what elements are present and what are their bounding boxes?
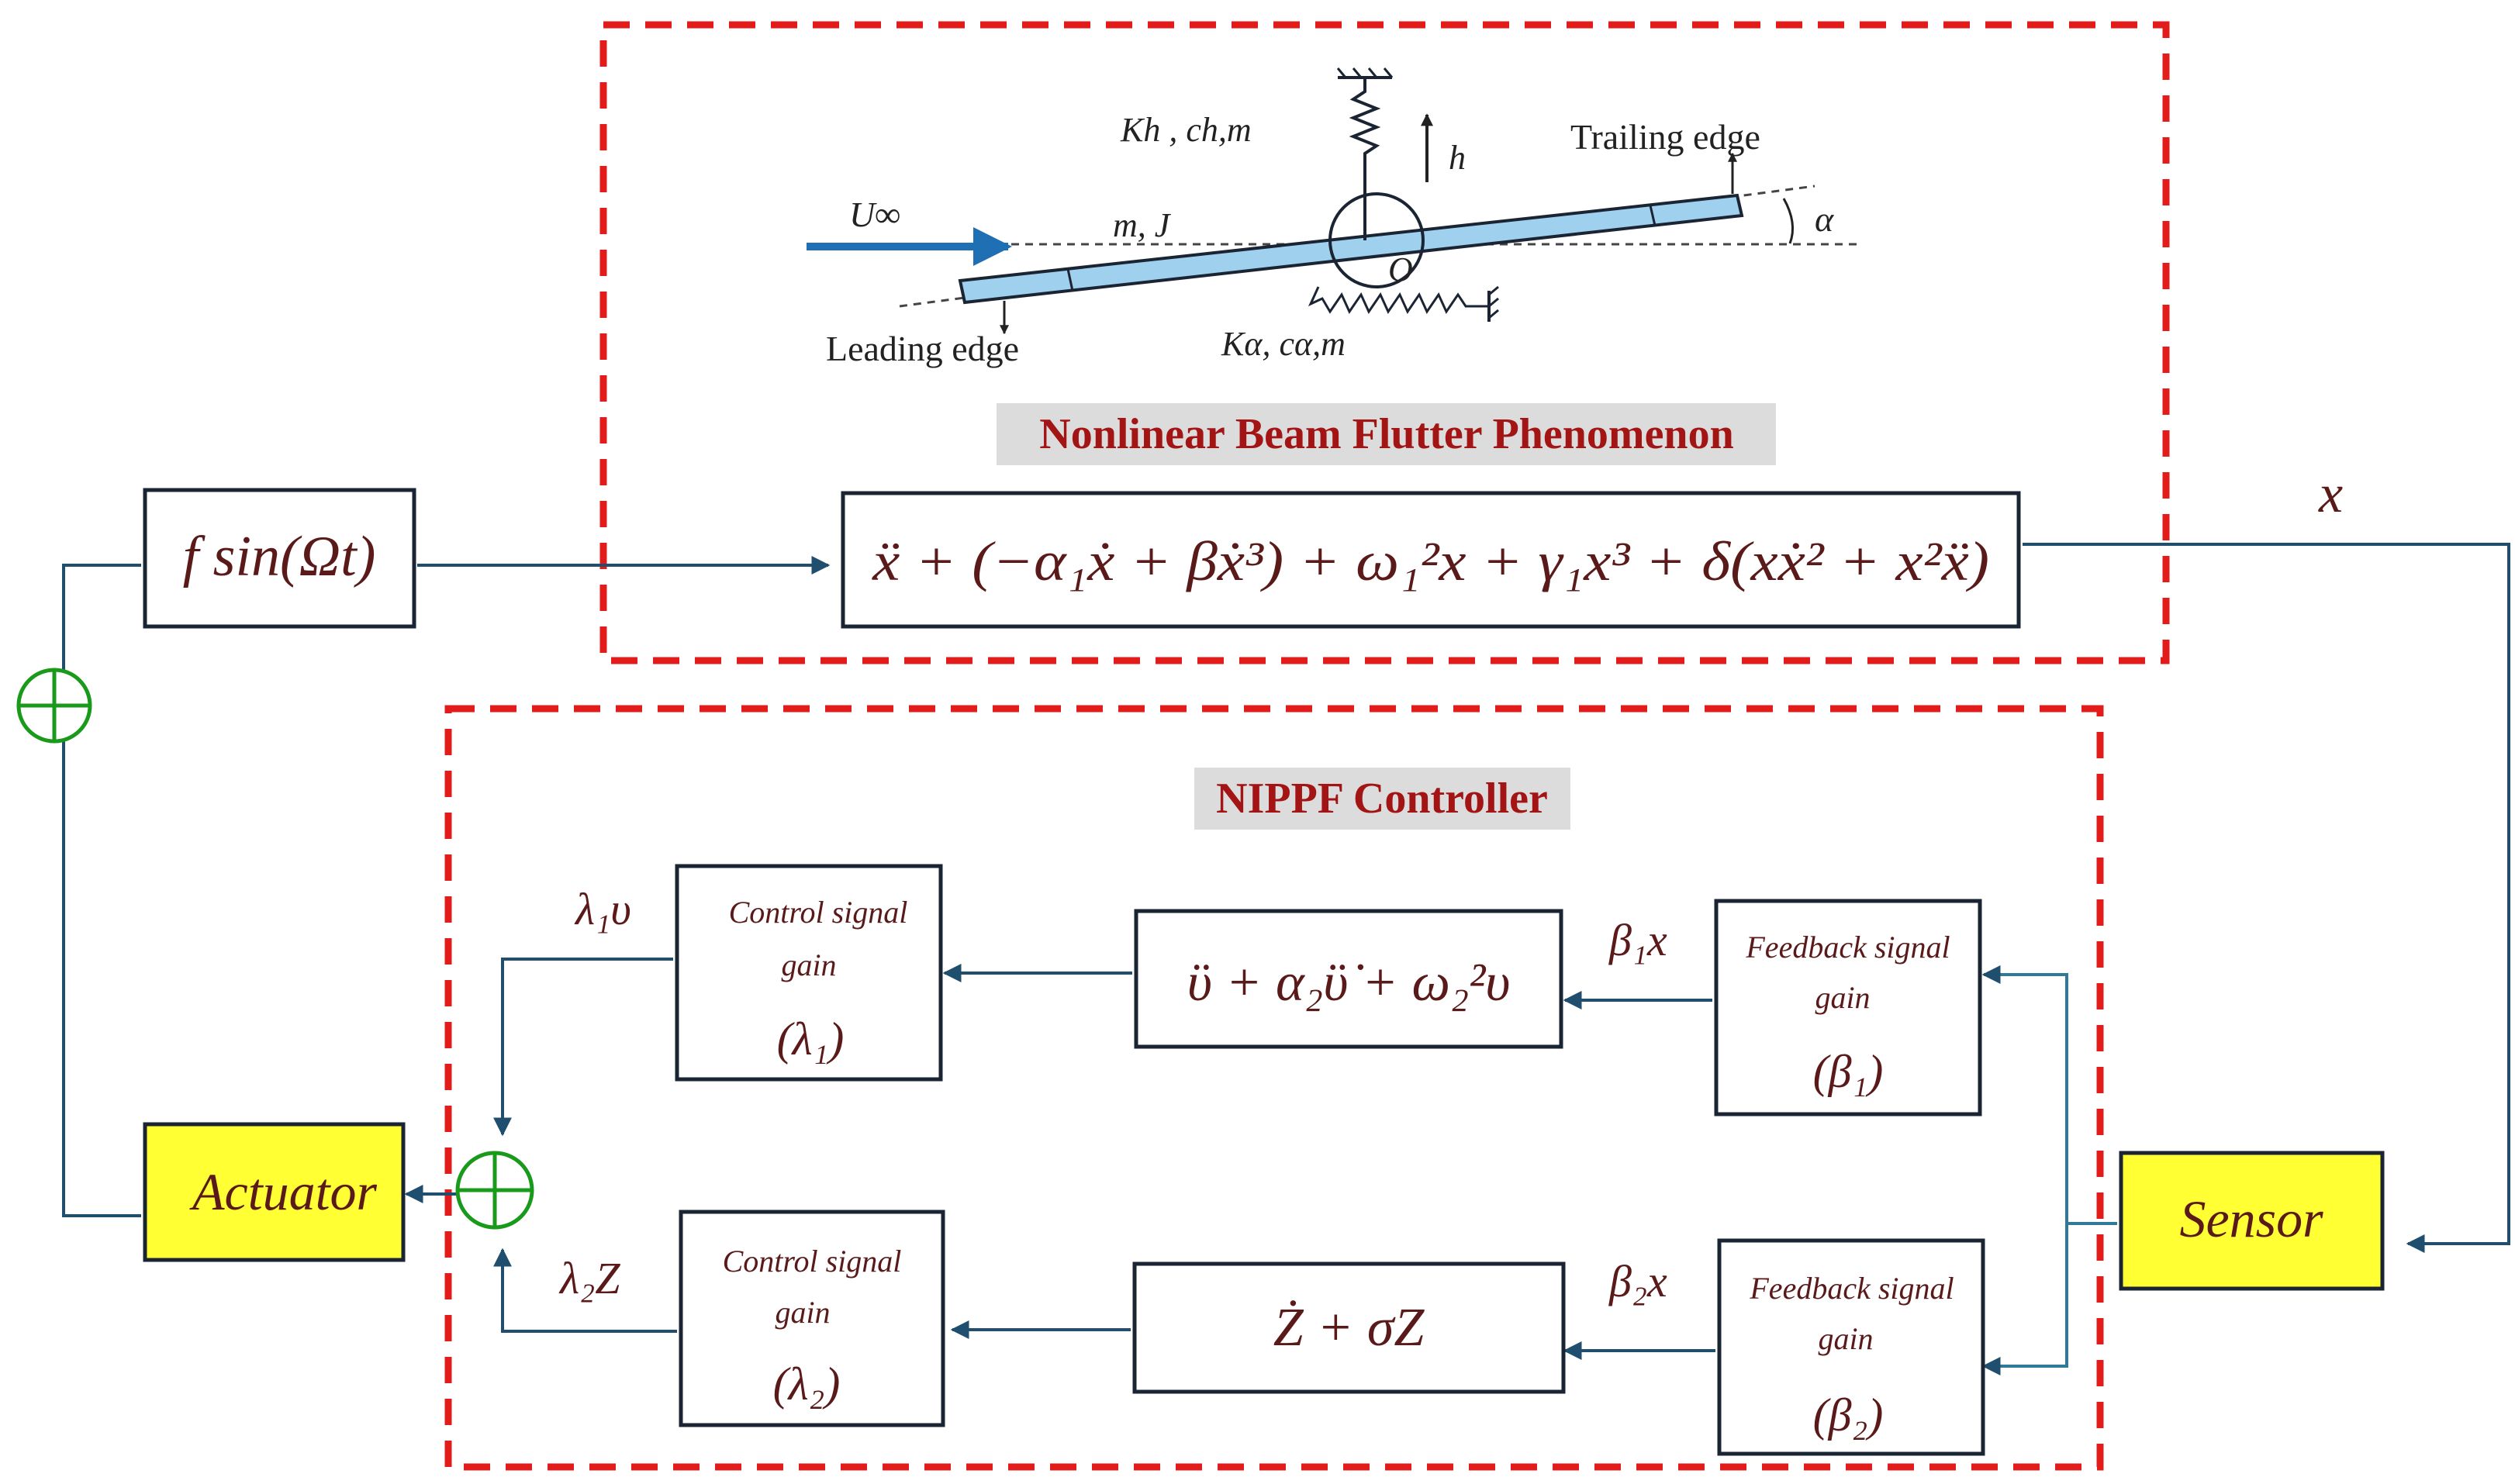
plant-equation-block: ẍ + (−α₁ẋ + βẋ³) + ω₁²x + γ₁x³ + δ(xẋ² +… <box>841 491 2021 629</box>
actuator-label: Actuator <box>189 1162 378 1221</box>
summing-junction-left <box>16 668 92 744</box>
filter-2-block: Ż + σZ <box>1132 1261 1566 1394</box>
mass-label: m, J <box>1113 206 1172 244</box>
control-gain-1-symbol: (λ₁) <box>777 1013 845 1065</box>
pitch-spring-label: Kα, cα,m <box>1221 325 1346 363</box>
pitch-spring-icon <box>1308 286 1489 315</box>
heave-label: h <box>1449 139 1466 177</box>
filter-1-equation: ϋ + α₂ϋ̇ + ω₂²υ <box>1187 953 1511 1013</box>
plant-output-label: x <box>2318 464 2343 524</box>
flow-label: U∞ <box>849 195 900 234</box>
beam-flutter-sketch: U∞ m, J Kh , ch,m h Trailing edge Leadin… <box>807 67 1861 368</box>
feedback-gain-1-block: Feedback signal gain (β₁) <box>1714 899 1982 1116</box>
signal-wires <box>62 543 2510 1375</box>
controller-title: NIPPF Controller <box>1216 775 1548 823</box>
control-gain-2-line2: gain <box>775 1295 830 1330</box>
feedback-signal-2-label: β₂x <box>1608 1256 1667 1306</box>
control-gain-2-line1: Control signal <box>723 1244 902 1279</box>
feedback-gain-2-block: Feedback signal gain (β₂) <box>1717 1238 1985 1456</box>
excitation-label: f sin(Ωt) <box>183 525 376 588</box>
beam-icon <box>958 193 1744 305</box>
feedback-signal-1-label: β₁x <box>1608 915 1667 965</box>
control-gain-1-line1: Control signal <box>729 895 908 930</box>
sensor-block: Sensor <box>2119 1151 2385 1291</box>
control-gain-1-line2: gain <box>781 947 836 982</box>
feedback-gain-2-line1: Feedback signal <box>1749 1271 1954 1306</box>
feedback-gain-2-line2: gain <box>1818 1321 1873 1356</box>
control-signal-1-label: λ₁υ <box>574 884 631 934</box>
pivot-circle-icon <box>1328 192 1425 288</box>
filter-1-block: ϋ + α₂ϋ̇ + ω₂²υ <box>1134 909 1563 1049</box>
plant-title: Nonlinear Beam Flutter Phenomenon <box>1039 410 1733 458</box>
control-gain-1-block: Control signal gain (λ₁) <box>675 864 943 1082</box>
heave-spring-label: Kh , ch,m <box>1120 111 1252 149</box>
heave-spring-icon <box>1349 78 1381 167</box>
plant-equation: ẍ + (−α₁ẋ + βẋ³) + ω₁²x + γ₁x³ + δ(xẋ² +… <box>872 530 1989 592</box>
plant-title-bg <box>997 403 1776 465</box>
controller-title-bg <box>1194 768 1570 830</box>
plant-frame <box>599 21 2170 664</box>
feedback-gain-2-symbol: (β₂) <box>1813 1389 1884 1441</box>
control-gain-2-block: Control signal gain (λ₂) <box>679 1210 945 1427</box>
summing-junction-controller <box>455 1151 534 1230</box>
leading-edge-label: Leading edge <box>826 329 1019 368</box>
feedback-gain-1-line2: gain <box>1815 980 1870 1015</box>
sensor-label: Sensor <box>2179 1189 2323 1248</box>
actuator-block: Actuator <box>143 1122 406 1262</box>
feedback-gain-1-symbol: (β₁) <box>1813 1046 1884 1097</box>
trailing-edge-label: Trailing edge <box>1570 117 1760 157</box>
angle-label: α <box>1815 199 1834 239</box>
control-signal-2-label: λ₂Z <box>558 1253 620 1303</box>
feedback-gain-1-line1: Feedback signal <box>1745 930 1950 965</box>
controller-frame <box>444 705 2104 1471</box>
control-gain-2-symbol: (λ₂) <box>773 1358 841 1410</box>
origin-label: O <box>1388 250 1413 288</box>
excitation-block: f sin(Ωt) <box>143 488 416 629</box>
filter-2-equation: Ż + σZ <box>1273 1298 1425 1358</box>
